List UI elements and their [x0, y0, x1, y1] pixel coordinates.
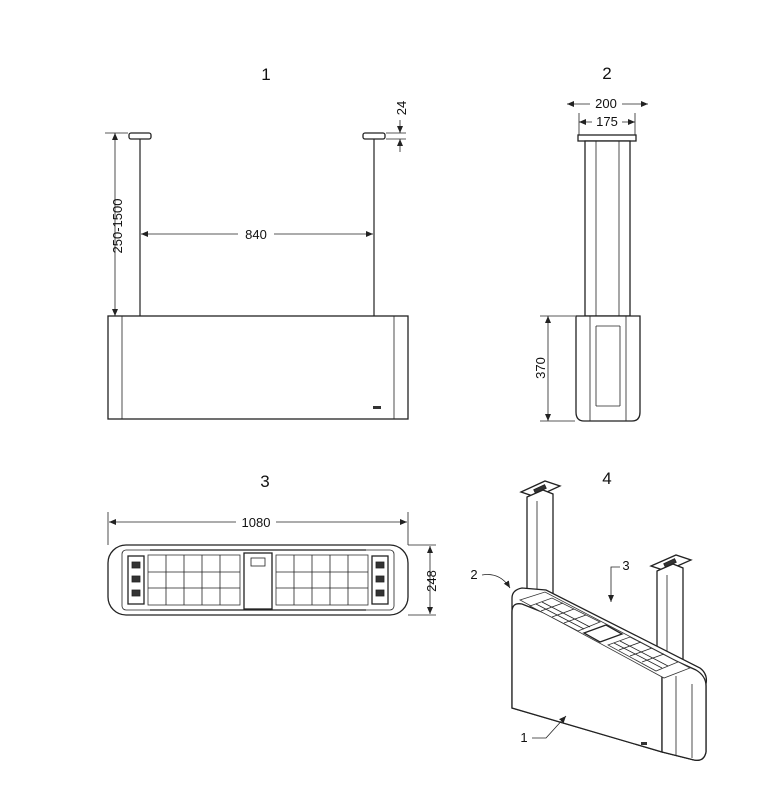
ceiling-plate-right [362, 132, 386, 140]
view-2-number: 2 [602, 64, 611, 83]
dim-rod-spacing: 840 [245, 227, 267, 242]
view-3-top: 3 1080 [107, 472, 439, 616]
callout-1: 1 [520, 730, 527, 745]
view-3-number: 3 [260, 472, 269, 491]
callout-3: 3 [622, 558, 629, 573]
dim-inner-width: 175 [596, 114, 618, 129]
column-side [584, 140, 631, 317]
dim-plate-thickness: 24 [394, 101, 409, 115]
housing-front [107, 315, 409, 420]
view-4-number: 4 [602, 469, 611, 488]
view-4-isometric: 4 [470, 469, 708, 761]
dim-total-depth: 248 [424, 570, 439, 592]
dim-housing-height: 370 [533, 357, 548, 379]
view-1-number: 1 [261, 65, 270, 84]
view-1-front: 1 250-1500 840 24 [105, 65, 409, 420]
view-2-side: 2 200 175 370 [533, 64, 648, 422]
dim-total-length: 1080 [242, 515, 271, 530]
callout-2: 2 [470, 567, 477, 582]
dim-suspension-height: 250-1500 [110, 199, 125, 254]
housing-side [575, 315, 641, 422]
ceiling-plate-left [128, 132, 152, 140]
dim-outer-width: 200 [595, 96, 617, 111]
